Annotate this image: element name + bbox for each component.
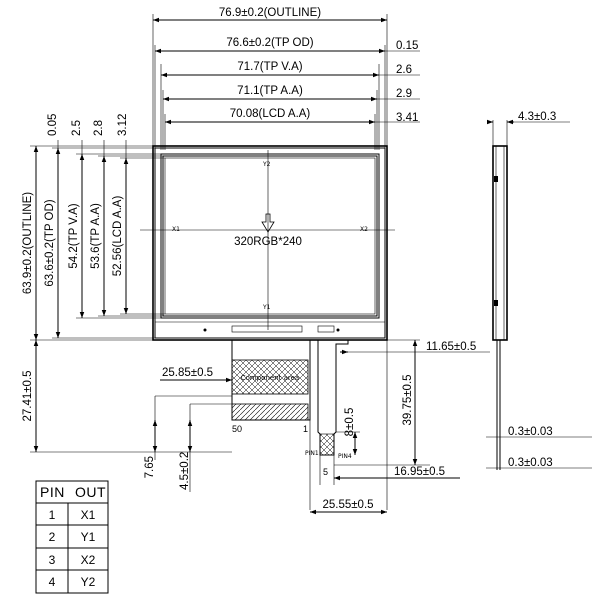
- dim-tp-va-width: 71.7(TP V.A): [237, 61, 302, 73]
- screen-label-y1: Y1: [262, 304, 271, 311]
- dim-offset-26: 2.6: [396, 64, 412, 76]
- dim-offset-005: 0.05: [47, 114, 59, 136]
- dim-lcd-aa-height: 52.56(LCD A.A): [112, 196, 124, 277]
- dim-765: 7.65: [144, 456, 156, 478]
- dim-offset-28: 2.8: [93, 120, 105, 136]
- dim-offset-29: 2.9: [396, 88, 412, 100]
- side-view: 4.3±0.3 0.3±0.03 0.3±0.03: [486, 111, 592, 470]
- dim-3975: 39.75±0.5: [402, 374, 414, 425]
- dim-fpc-length: 27.41±0.5: [22, 370, 34, 421]
- pin-table-head-pin: PIN: [40, 484, 65, 500]
- pin-table-head-out: OUT: [75, 484, 106, 500]
- pin-table-row-1-pin: 1: [49, 508, 56, 522]
- dim-1165: 11.65±0.5: [426, 341, 476, 353]
- screen-label-x2: X2: [360, 226, 368, 233]
- pin-table: PIN OUT 1 X1 2 Y1 3 X2 4 Y2: [35, 480, 109, 594]
- dim-8: 8±0.5: [344, 408, 356, 437]
- pin-table-row-1-out: X1: [81, 508, 96, 522]
- dim-2585: 25.85±0.5: [162, 367, 213, 379]
- screen-label-x1: X1: [172, 226, 180, 233]
- dim-offset-312: 3.12: [117, 114, 129, 136]
- dim-offset-015: 0.15: [396, 40, 418, 52]
- dim-offset-25: 2.5: [71, 120, 83, 136]
- pin-table-row-2-out: Y1: [81, 530, 96, 544]
- dim-03-a: 0.3±0.03: [508, 426, 553, 438]
- pin1-marker: PIN1: [305, 450, 319, 457]
- dim-5: 5: [323, 467, 328, 477]
- dim-lcd-aa-width: 70.08(LCD A.A): [230, 108, 311, 120]
- lcd-module: X1 X2 Y2 Y1 320RGB*240: [140, 145, 395, 341]
- pin-table-row-3-pin: 3: [49, 553, 56, 567]
- dim-outline-width: 76.9±0.2(OUTLINE): [219, 7, 321, 19]
- component-area-label: Component area: [241, 374, 299, 382]
- pin-table-row-4-out: Y2: [81, 575, 96, 589]
- dim-thickness: 4.3±0.3: [518, 111, 556, 123]
- pin4-marker: PIN4: [338, 453, 352, 460]
- dim-2555: 25.55±0.5: [322, 499, 373, 511]
- screen-label-y2: Y2: [262, 161, 271, 168]
- dim-offset-341: 3.41: [396, 112, 418, 124]
- top-dimensions: 76.9±0.2(OUTLINE) 76.6±0.2(TP OD) 0.15 7…: [152, 7, 420, 150]
- pin-table-row-4-pin: 4: [49, 575, 56, 589]
- dim-tp-od-width: 76.6±0.2(TP OD): [226, 37, 313, 49]
- dim-03-b: 0.3±0.03: [508, 457, 553, 469]
- fpc-tail: Component area 50 1 PIN1 PIN4 25.85±0.5 …: [160, 339, 490, 515]
- pin-table-row-2-pin: 2: [49, 530, 56, 544]
- dim-tp-va-height: 54.2(TP V.A): [68, 203, 80, 268]
- pin-table-row-3-out: X2: [81, 553, 96, 567]
- dim-tp-od-height: 63.6±0.2(TP OD): [44, 199, 56, 286]
- screen-resolution: 320RGB*240: [234, 236, 302, 248]
- left-dimensions: 63.9±0.2(OUTLINE) 63.6±0.2(TP OD) 54.2(T…: [22, 114, 232, 492]
- dim-outline-height: 63.9±0.2(OUTLINE): [22, 192, 34, 294]
- dim-45: 4.5±0.2: [179, 452, 191, 490]
- dim-tp-aa-width: 71.1(TP A.A): [237, 85, 303, 97]
- dim-tp-aa-height: 53.6(TP A.A): [90, 203, 102, 269]
- pin-1-label: 1: [303, 424, 308, 434]
- pin-50-label: 50: [232, 424, 242, 434]
- dim-1695: 16.95±0.5: [394, 466, 445, 478]
